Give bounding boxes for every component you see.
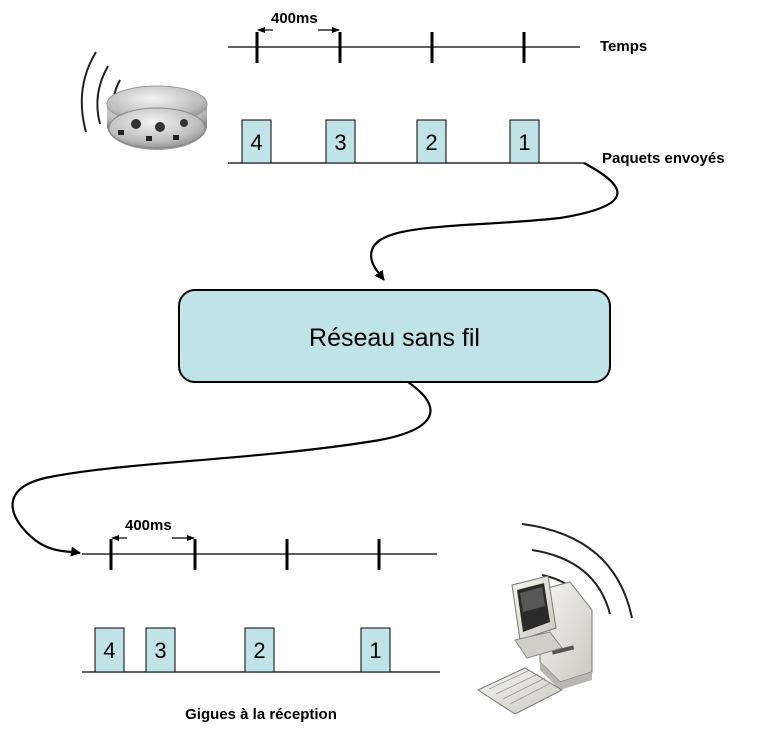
top-interval-label: 400ms (271, 10, 318, 27)
top-time-axis (228, 32, 580, 63)
packet-box: 3 (325, 119, 356, 164)
packet-box: 2 (244, 627, 275, 673)
time-axis-label: Temps (600, 38, 647, 55)
bottom-interval-label: 400ms (125, 517, 172, 534)
packet-box: 3 (145, 627, 176, 673)
packet-box: 1 (360, 627, 391, 673)
packet-number: 1 (518, 130, 530, 155)
bottom-time-axis (82, 539, 437, 570)
packet-box: 1 (509, 119, 540, 164)
packet-box: 2 (416, 119, 447, 164)
packet-number: 3 (154, 638, 166, 663)
wireless-robot-icon (80, 51, 208, 150)
top-packet-row: 4 3 2 1 (228, 119, 584, 164)
packet-box: 4 (241, 119, 272, 164)
bottom-packet-row: 4 3 2 1 (82, 627, 440, 673)
packet-number: 4 (103, 638, 115, 663)
packet-number: 3 (334, 130, 346, 155)
packet-number: 4 (250, 130, 262, 155)
packet-number: 2 (253, 638, 265, 663)
packet-number: 1 (369, 638, 381, 663)
wireless-network-box: Réseau sans fil (178, 289, 611, 383)
packets-sent-label: Paquets envoyés (602, 150, 725, 167)
packet-box: 4 (94, 627, 125, 673)
wireless-computer-icon (476, 523, 633, 715)
flow-arrow-to-receiver (11, 381, 432, 557)
jitter-caption: Gigues à la réception (185, 706, 337, 723)
packet-number: 2 (425, 130, 437, 155)
network-label: Réseau sans fil (309, 324, 480, 352)
flow-arrow-to-network (370, 162, 619, 281)
